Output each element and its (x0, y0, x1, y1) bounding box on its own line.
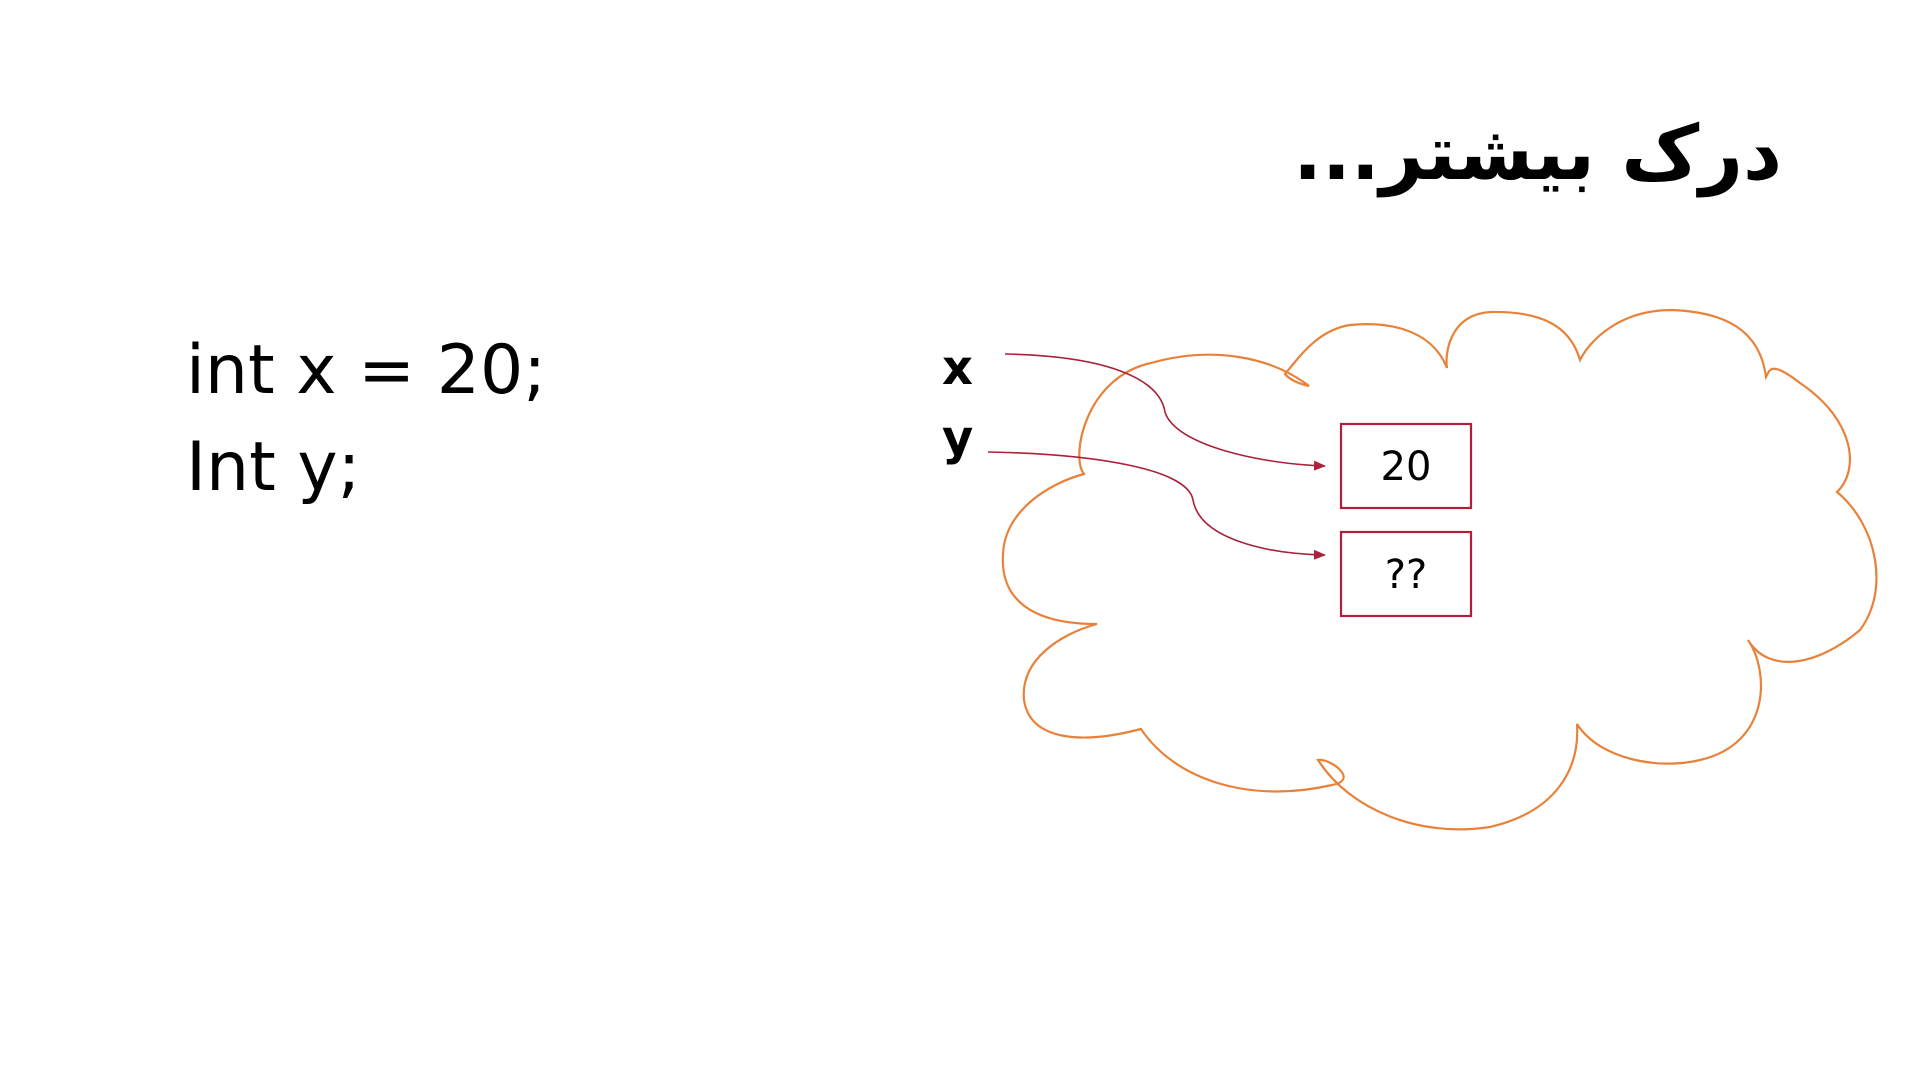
pointer-arrow-x (1004, 353, 1326, 471)
pointer-arrow-y (987, 451, 1326, 560)
code-line-x: int x = 20; (186, 331, 547, 410)
memory-cell-x-value: 20 (1381, 444, 1432, 490)
code-line-y: Int y; (186, 428, 361, 507)
code-block: int x = 20; Int y; (186, 322, 546, 516)
memory-cell-y (1339, 530, 1473, 618)
variable-label-y: y (942, 410, 973, 466)
slide-title: درک بیشتر... (1293, 108, 1782, 197)
variable-label-x: x (942, 340, 973, 396)
memory-cell-y-value: ?? (1385, 552, 1427, 598)
memory-cloud (1001, 308, 1878, 831)
cloud-outline (1001, 308, 1878, 831)
memory-cell-x (1339, 422, 1473, 510)
